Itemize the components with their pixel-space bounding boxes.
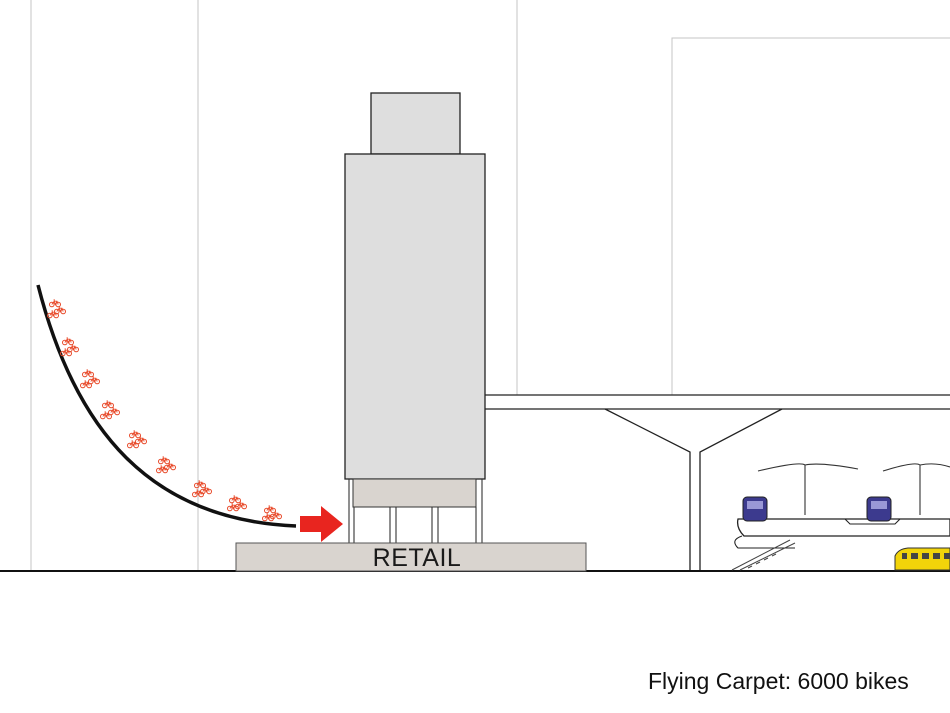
flying-carpet-ramp (36, 284, 297, 528)
guide-lines (30, 0, 950, 571)
platform-canopies (757, 463, 950, 515)
red-arrow-icon (300, 506, 343, 542)
tower (344, 92, 486, 543)
retail-block: RETAIL (235, 542, 587, 572)
elevated-deck (485, 394, 950, 570)
tram-icon (742, 496, 892, 522)
train-icon (894, 547, 950, 571)
diagram-caption: Flying Carpet: 6000 bikes (648, 668, 909, 694)
station-platform (731, 518, 950, 571)
retail-label: RETAIL (373, 544, 462, 572)
